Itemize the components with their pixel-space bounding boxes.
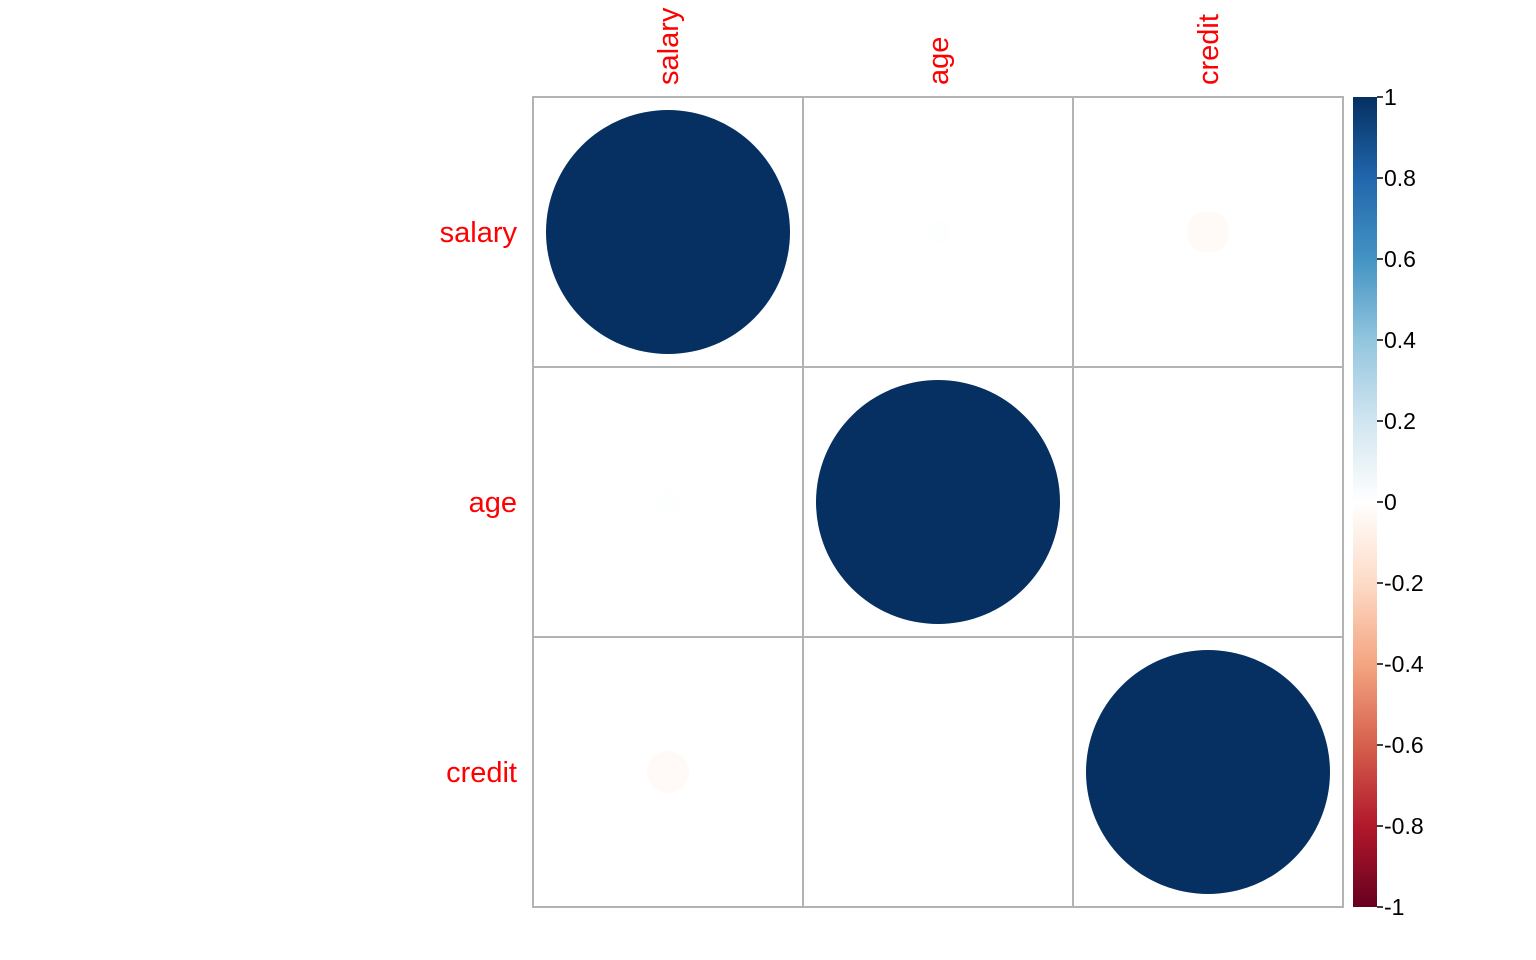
colorbar: 1 0.8 0.6 0.4 0.2 0 -0.2 -0.4 -0.6 -0.8 -1 xyxy=(1353,84,1424,920)
colorbar-tick-label: -0.8 xyxy=(1384,813,1424,839)
correlation-circle-credit-credit xyxy=(1086,650,1330,894)
column-label-age: age xyxy=(923,37,955,85)
colorbar-tick-label: -0.4 xyxy=(1384,651,1424,677)
column-label-credit: credit xyxy=(1193,14,1225,85)
colorbar-tick-label: -0.2 xyxy=(1384,570,1424,596)
colorbar-tick-label: 1 xyxy=(1384,84,1397,110)
grid-cell xyxy=(802,636,1074,908)
row-label-age: age xyxy=(469,487,517,519)
row-labels: salary age credit xyxy=(440,217,518,789)
correlation-circle-salary-credit xyxy=(1186,210,1230,254)
colorbar-tick-label: 0.6 xyxy=(1384,246,1416,272)
correlation-circle-age-age xyxy=(816,380,1060,624)
correlation-circle-salary-age xyxy=(925,219,951,245)
colorbar-tick-label: 0.2 xyxy=(1384,408,1416,434)
colorbar-tick-label: -0.6 xyxy=(1384,732,1424,758)
correlation-circle-salary-salary xyxy=(546,110,790,354)
correlation-grid xyxy=(532,96,1344,908)
colorbar-tick-label: -1 xyxy=(1384,894,1404,920)
colorbar-tick-label: 0.4 xyxy=(1384,327,1416,353)
column-labels: salary age credit xyxy=(653,7,1225,85)
correlation-circle-age-salary xyxy=(655,489,681,515)
column-label-salary: salary xyxy=(653,7,685,85)
correlation-circles xyxy=(546,110,1330,894)
row-label-credit: credit xyxy=(446,757,517,789)
row-label-salary: salary xyxy=(440,217,518,249)
colorbar-gradient xyxy=(1353,97,1377,907)
grid-cell xyxy=(1072,366,1344,638)
correlation-circle-credit-salary xyxy=(646,750,690,794)
colorbar-tick-label: 0.8 xyxy=(1384,165,1416,191)
colorbar-tick-label: 0 xyxy=(1384,489,1397,515)
